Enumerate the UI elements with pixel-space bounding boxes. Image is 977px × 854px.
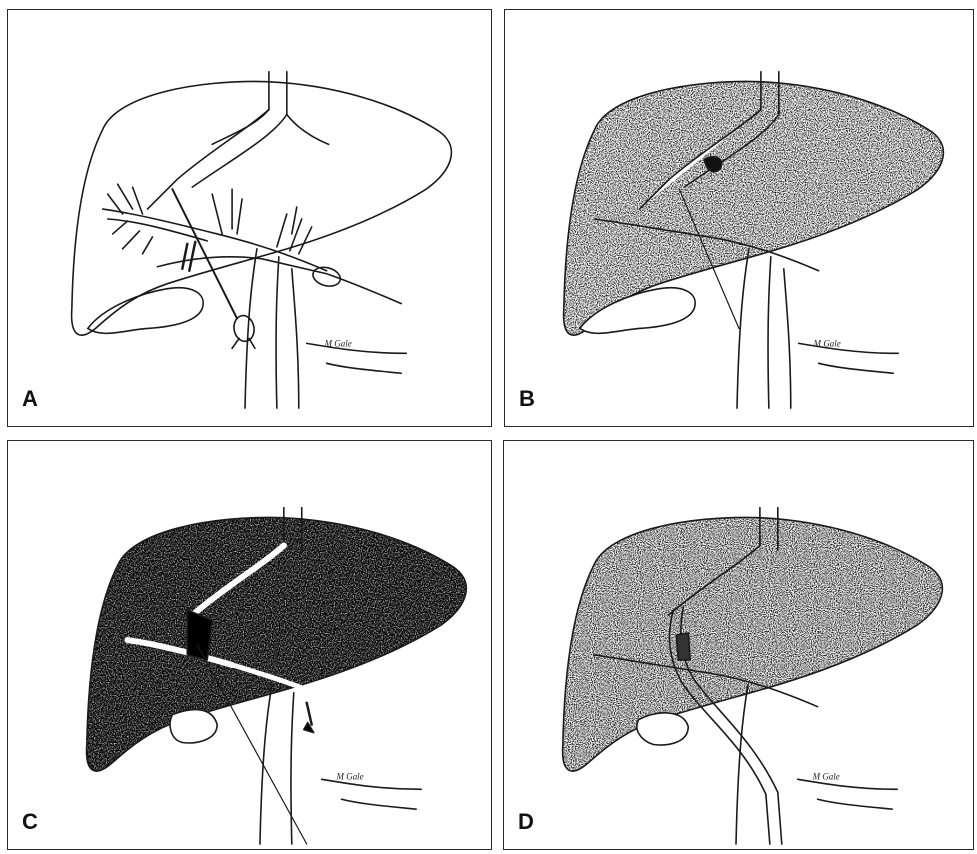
liver-diagram-a: M Gale: [8, 10, 491, 426]
liver-diagram-b: M Gale: [505, 10, 973, 426]
liver-outline: [72, 81, 452, 335]
liver-diagram-c: M Gale: [8, 441, 491, 849]
panel-b: M Gale B: [504, 9, 974, 427]
signature: M Gale: [813, 338, 841, 348]
panel-label-d: D: [518, 811, 534, 833]
gallbladder: [170, 710, 217, 743]
signature: M Gale: [336, 771, 364, 781]
liver-stipple-light: [505, 10, 968, 426]
gallbladder: [637, 713, 688, 745]
liver-stipple-moderate: [504, 446, 968, 849]
signature: M Gale: [812, 771, 840, 781]
panel-label-a: A: [22, 388, 38, 410]
panel-label-c: C: [22, 811, 38, 833]
panel-a: M Gale A: [7, 9, 492, 427]
gallbladder: [88, 288, 203, 334]
panel-d: M Gale D: [503, 440, 974, 850]
panel-c: M Gale C: [7, 440, 492, 850]
panel-label-b: B: [519, 388, 535, 410]
signature: M Gale: [324, 338, 352, 348]
liver-diagram-d: M Gale: [504, 441, 973, 849]
